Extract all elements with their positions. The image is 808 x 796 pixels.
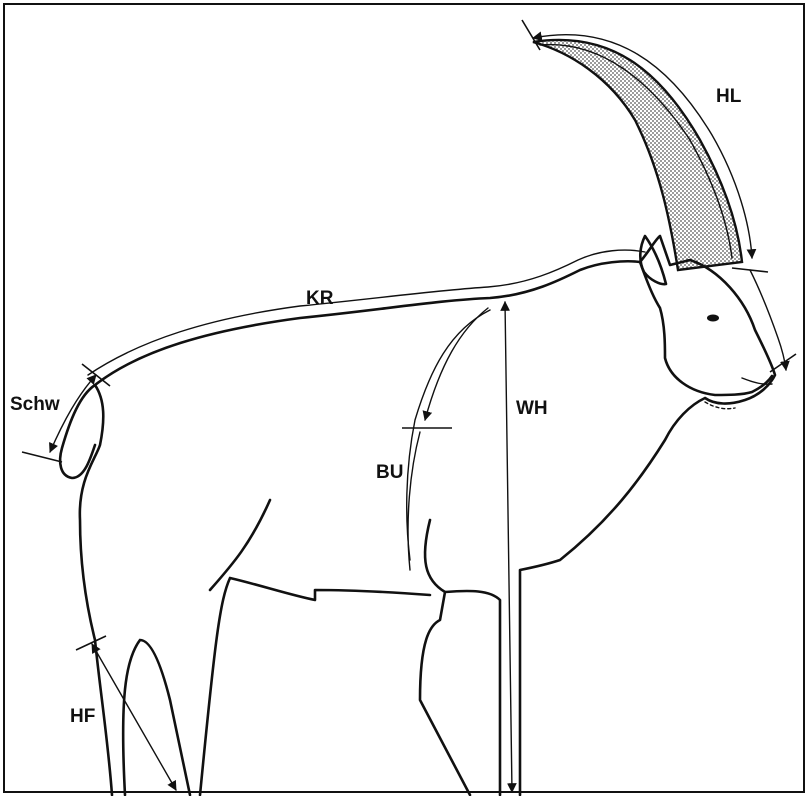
- label-hl: HL: [716, 86, 742, 107]
- hf-tick-top: [76, 636, 106, 650]
- hl-tick-top: [522, 20, 540, 50]
- horn-shape: [533, 40, 742, 270]
- schw-tick-bottom: [22, 452, 62, 462]
- label-hf: HF: [70, 706, 95, 727]
- label-kr: KR: [306, 288, 334, 309]
- bu-measure-arc: [425, 308, 488, 420]
- label-schw: Schw: [10, 394, 60, 415]
- ibex-head-outline: [640, 262, 772, 395]
- label-wh: WH: [516, 398, 548, 419]
- hindquarter-line: [210, 500, 270, 590]
- foreleg-front-line: [425, 520, 445, 592]
- ibex-body-outline: [80, 236, 775, 795]
- label-bu: BU: [376, 462, 403, 483]
- wh-measure-line: [505, 302, 512, 792]
- kr-measure-line: [88, 250, 645, 375]
- ibex-eye: [707, 315, 719, 322]
